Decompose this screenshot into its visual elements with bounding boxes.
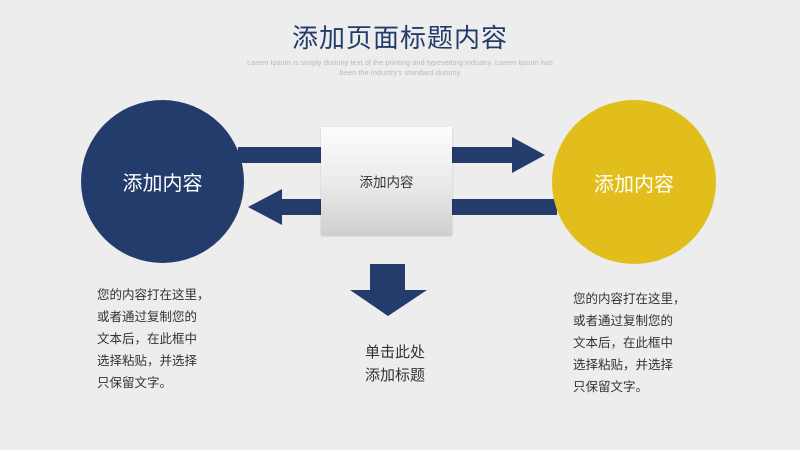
arrow-right-bottom-segment <box>452 199 557 215</box>
center-box[interactable]: 添加内容 <box>321 127 452 235</box>
arrow-right-top-icon-right <box>452 137 545 173</box>
page-subtitle: Lorem Ipsum is simply dummy text of the … <box>247 58 553 77</box>
arrow-right-top-icon <box>238 147 321 163</box>
right-circle-label: 添加内容 <box>594 171 674 196</box>
right-circle[interactable]: 添加内容 <box>552 100 716 264</box>
left-body-text[interactable]: 您的内容打在这里， 或者通过复制您的 文本后，在此框中 选择粘贴，并选择 只保留… <box>97 287 210 390</box>
page-title[interactable]: 添加页面标题内容 <box>291 24 508 54</box>
click-to-add-title[interactable]: 单击此处 添加标题 <box>364 343 425 384</box>
right-body-text[interactable]: 您的内容打在这里， 或者通过复制您的 文本后，在此框中 选择粘贴，并选择 只保留… <box>573 291 686 394</box>
left-circle-label: 添加内容 <box>122 171 203 195</box>
center-box-label: 添加内容 <box>359 175 414 191</box>
arrow-down-icon <box>350 264 427 316</box>
left-circle[interactable]: 添加内容 <box>81 100 244 263</box>
arrow-left-icon <box>248 189 321 225</box>
